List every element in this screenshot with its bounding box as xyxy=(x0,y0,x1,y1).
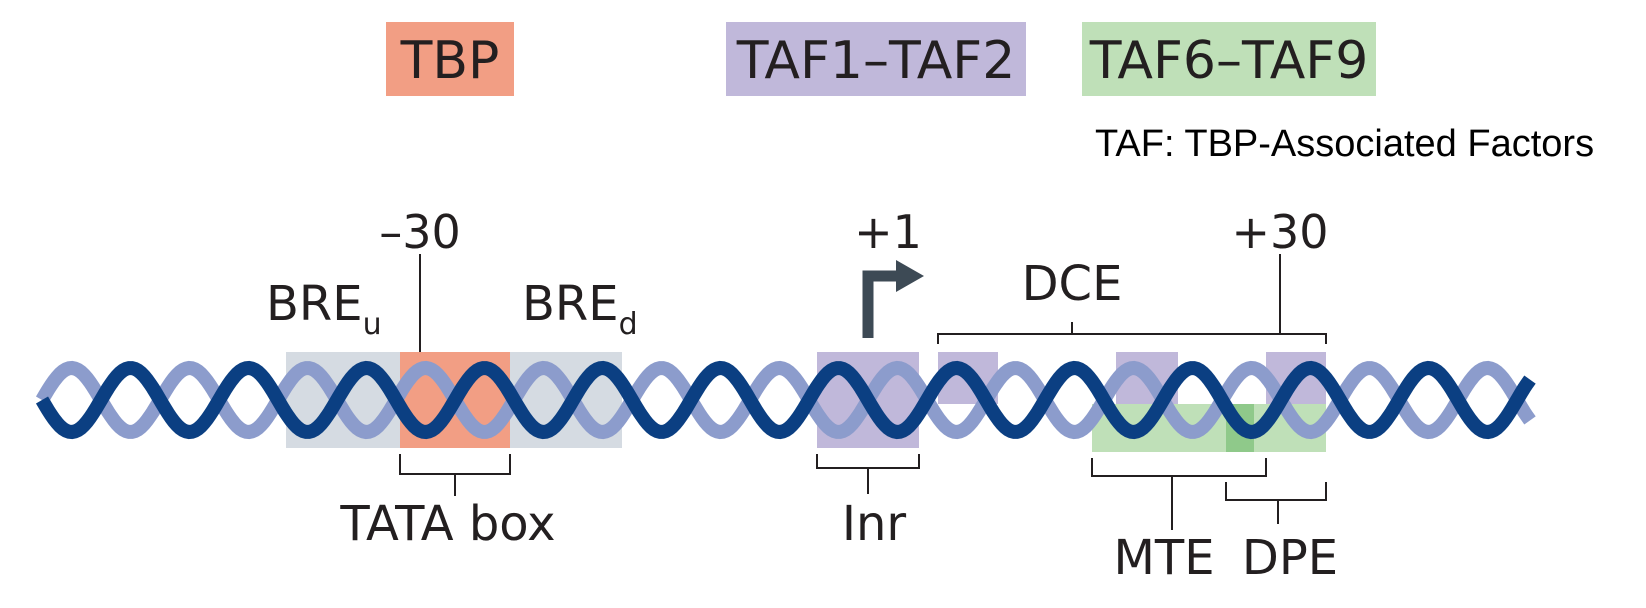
inr-label: Inr xyxy=(842,496,907,552)
tss-arrow-shaft xyxy=(862,270,900,338)
legend: TBP TAF1–TAF2 TAF6–TAF9 xyxy=(386,22,1376,96)
position-minus-30: –30 xyxy=(379,205,461,259)
tss-arrow-head xyxy=(896,260,924,292)
dna-strand-dark xyxy=(35,360,1536,440)
position-plus-30: +30 xyxy=(1231,205,1328,259)
tata-bracket xyxy=(399,454,511,496)
legend-label-tbp: TBP xyxy=(400,31,500,91)
mte-label: MTE xyxy=(1113,530,1214,586)
legend-label-taf6-taf9: TAF6–TAF9 xyxy=(1089,31,1369,91)
taf-definition-note: TAF: TBP-Associated Factors xyxy=(1095,123,1594,165)
bre-d-label: BREd xyxy=(522,276,638,342)
dce-label: DCE xyxy=(1022,256,1123,312)
dpe-bracket xyxy=(1225,482,1327,524)
dna-double-helix xyxy=(35,360,1536,440)
bre-u-label: BREu xyxy=(266,276,382,342)
legend-label-taf1-taf2: TAF1–TAF2 xyxy=(736,31,1016,91)
mte-bracket xyxy=(1091,458,1267,530)
position-plus-1: +1 xyxy=(854,205,922,259)
legend-swatch-taf6-taf9 xyxy=(1082,22,1376,96)
legend-swatch-taf1-taf2 xyxy=(726,22,1026,96)
dce-bracket xyxy=(937,322,1327,344)
tata-box-label: TATA box xyxy=(339,496,555,552)
tss-arrow xyxy=(862,260,924,338)
dpe-label: DPE xyxy=(1242,530,1338,586)
legend-swatch-tbp xyxy=(386,22,514,96)
inr-bracket xyxy=(816,454,920,494)
